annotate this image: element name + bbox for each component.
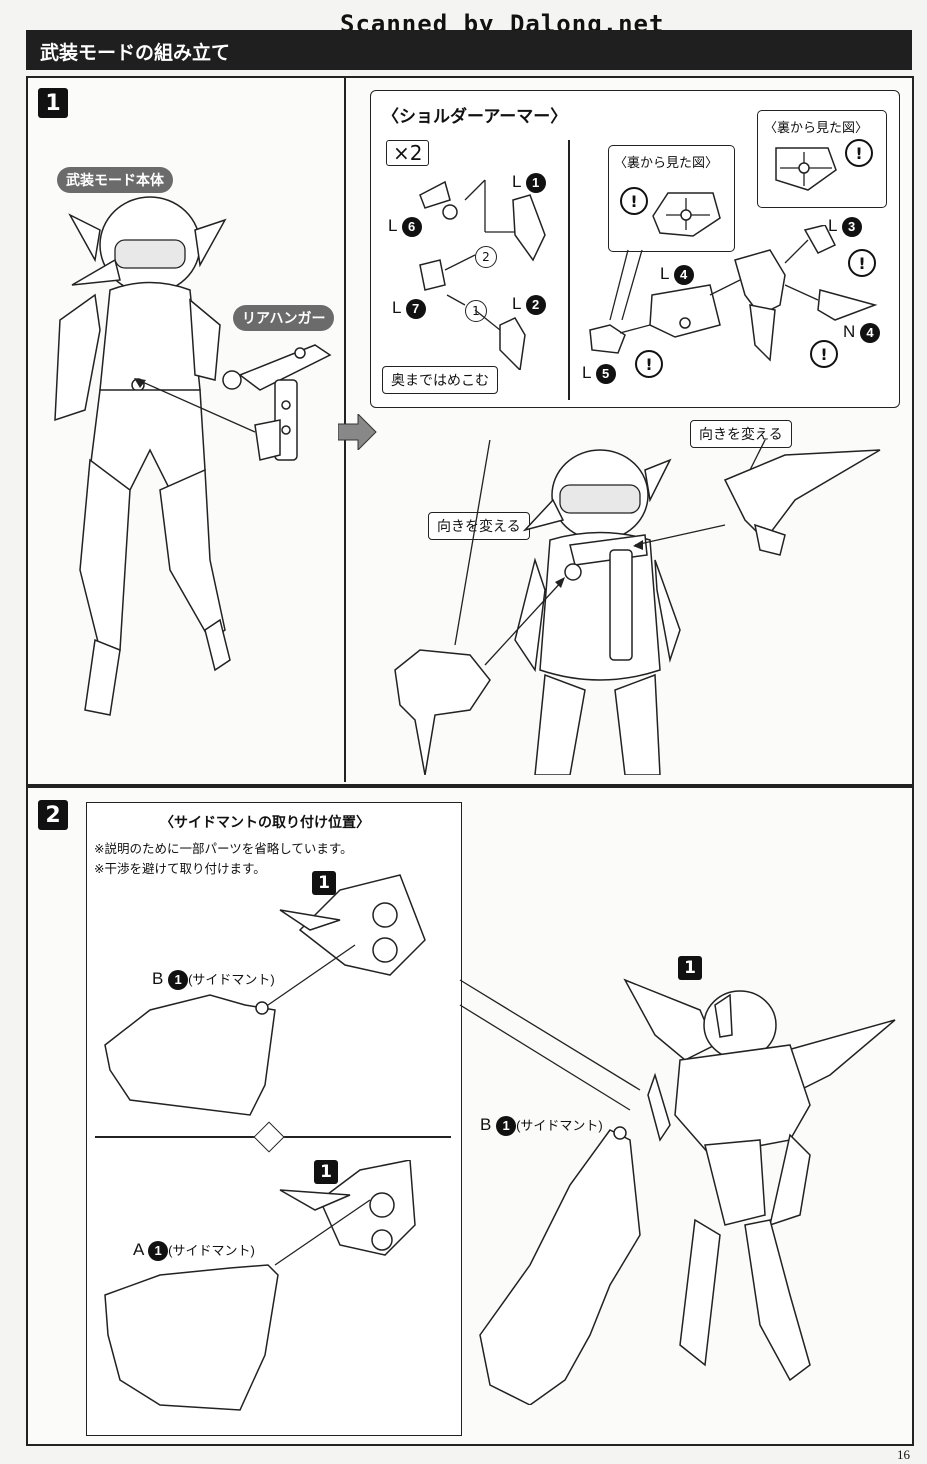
callout-pointer <box>609 249 643 321</box>
page-number: 16 <box>897 1447 910 1462</box>
flow-arrow-icon <box>338 414 377 450</box>
rear-hanger-label: リアハンガー <box>233 305 335 331</box>
shoulder-box-divider <box>568 140 570 400</box>
section-title: 武装モードの組み立て <box>40 42 231 64</box>
assembled-figure-step2 <box>479 978 896 1405</box>
side-mantle-a-illustration <box>104 1160 416 1411</box>
part-label-l3: L 3 <box>828 216 862 237</box>
part-label-l2: L 2 <box>512 294 546 315</box>
part-label-l7: L 7 <box>392 298 426 319</box>
step1-badge: 1 <box>38 88 68 118</box>
rear-hanger-illustration <box>222 344 332 461</box>
shoulder-parts-left-illustration <box>419 179 546 370</box>
part-label-l5: L 5 <box>582 363 616 384</box>
callout-pointer-step2 <box>459 979 641 1111</box>
warning-icon: ! <box>635 350 663 378</box>
side-mantle-b-illustration <box>104 874 426 1116</box>
back-view-label-2: 〈裏から見た図〉 <box>764 121 869 136</box>
change-direction-label-2: 向きを変える <box>428 512 530 540</box>
back-view-part-1 <box>652 192 721 237</box>
ref-step-badge-3: 1 <box>678 956 702 980</box>
shoulder-armor-title: 〈ショルダーアーマー〉 <box>382 107 568 126</box>
body-figure-illustration <box>54 196 231 716</box>
ref-step-badge: 1 <box>312 871 336 895</box>
order-circle-2: 2 <box>475 246 497 268</box>
warning-icon: ! <box>848 249 876 277</box>
push-in-label: 奥まではめこむ <box>382 366 498 394</box>
part-label-l1: L 1 <box>512 172 546 193</box>
part-label-l4: L 4 <box>660 264 694 285</box>
back-view-label-1: 〈裏から見た図〉 <box>614 156 719 171</box>
quantity-multiplier: ×2 <box>386 140 430 166</box>
side-mantle-box-title: 〈サイドマントの取り付け位置〉 <box>160 815 370 831</box>
warning-icon: ! <box>845 139 873 167</box>
step2-badge: 2 <box>38 800 68 830</box>
part-label-n4: N 4 <box>843 322 881 343</box>
warning-icon: ! <box>620 187 648 215</box>
ref-step-badge-2: 1 <box>314 1160 338 1184</box>
part-label-b1-figure: B 1(サイドマント) <box>480 1115 603 1136</box>
body-label: 武装モード本体 <box>57 167 173 193</box>
note-avoid-interference: ※干渉を避けて取り付けます。 <box>94 861 266 876</box>
assembled-figure-step1 <box>394 440 881 775</box>
back-view-part-2 <box>775 147 837 191</box>
note-omitted-parts: ※説明のために一部パーツを省略しています。 <box>94 841 353 856</box>
change-direction-label-1: 向きを変える <box>690 420 792 448</box>
part-label-b1-box: B 1(サイドマント) <box>152 969 275 990</box>
section-header-bar <box>26 30 912 70</box>
warning-icon: ! <box>810 340 838 368</box>
attach-arrow-hanger <box>134 378 256 433</box>
part-label-l6: L 6 <box>388 216 422 237</box>
shoulder-parts-right-illustration <box>589 225 878 362</box>
part-label-a1: A 1(サイドマント) <box>133 1240 255 1261</box>
